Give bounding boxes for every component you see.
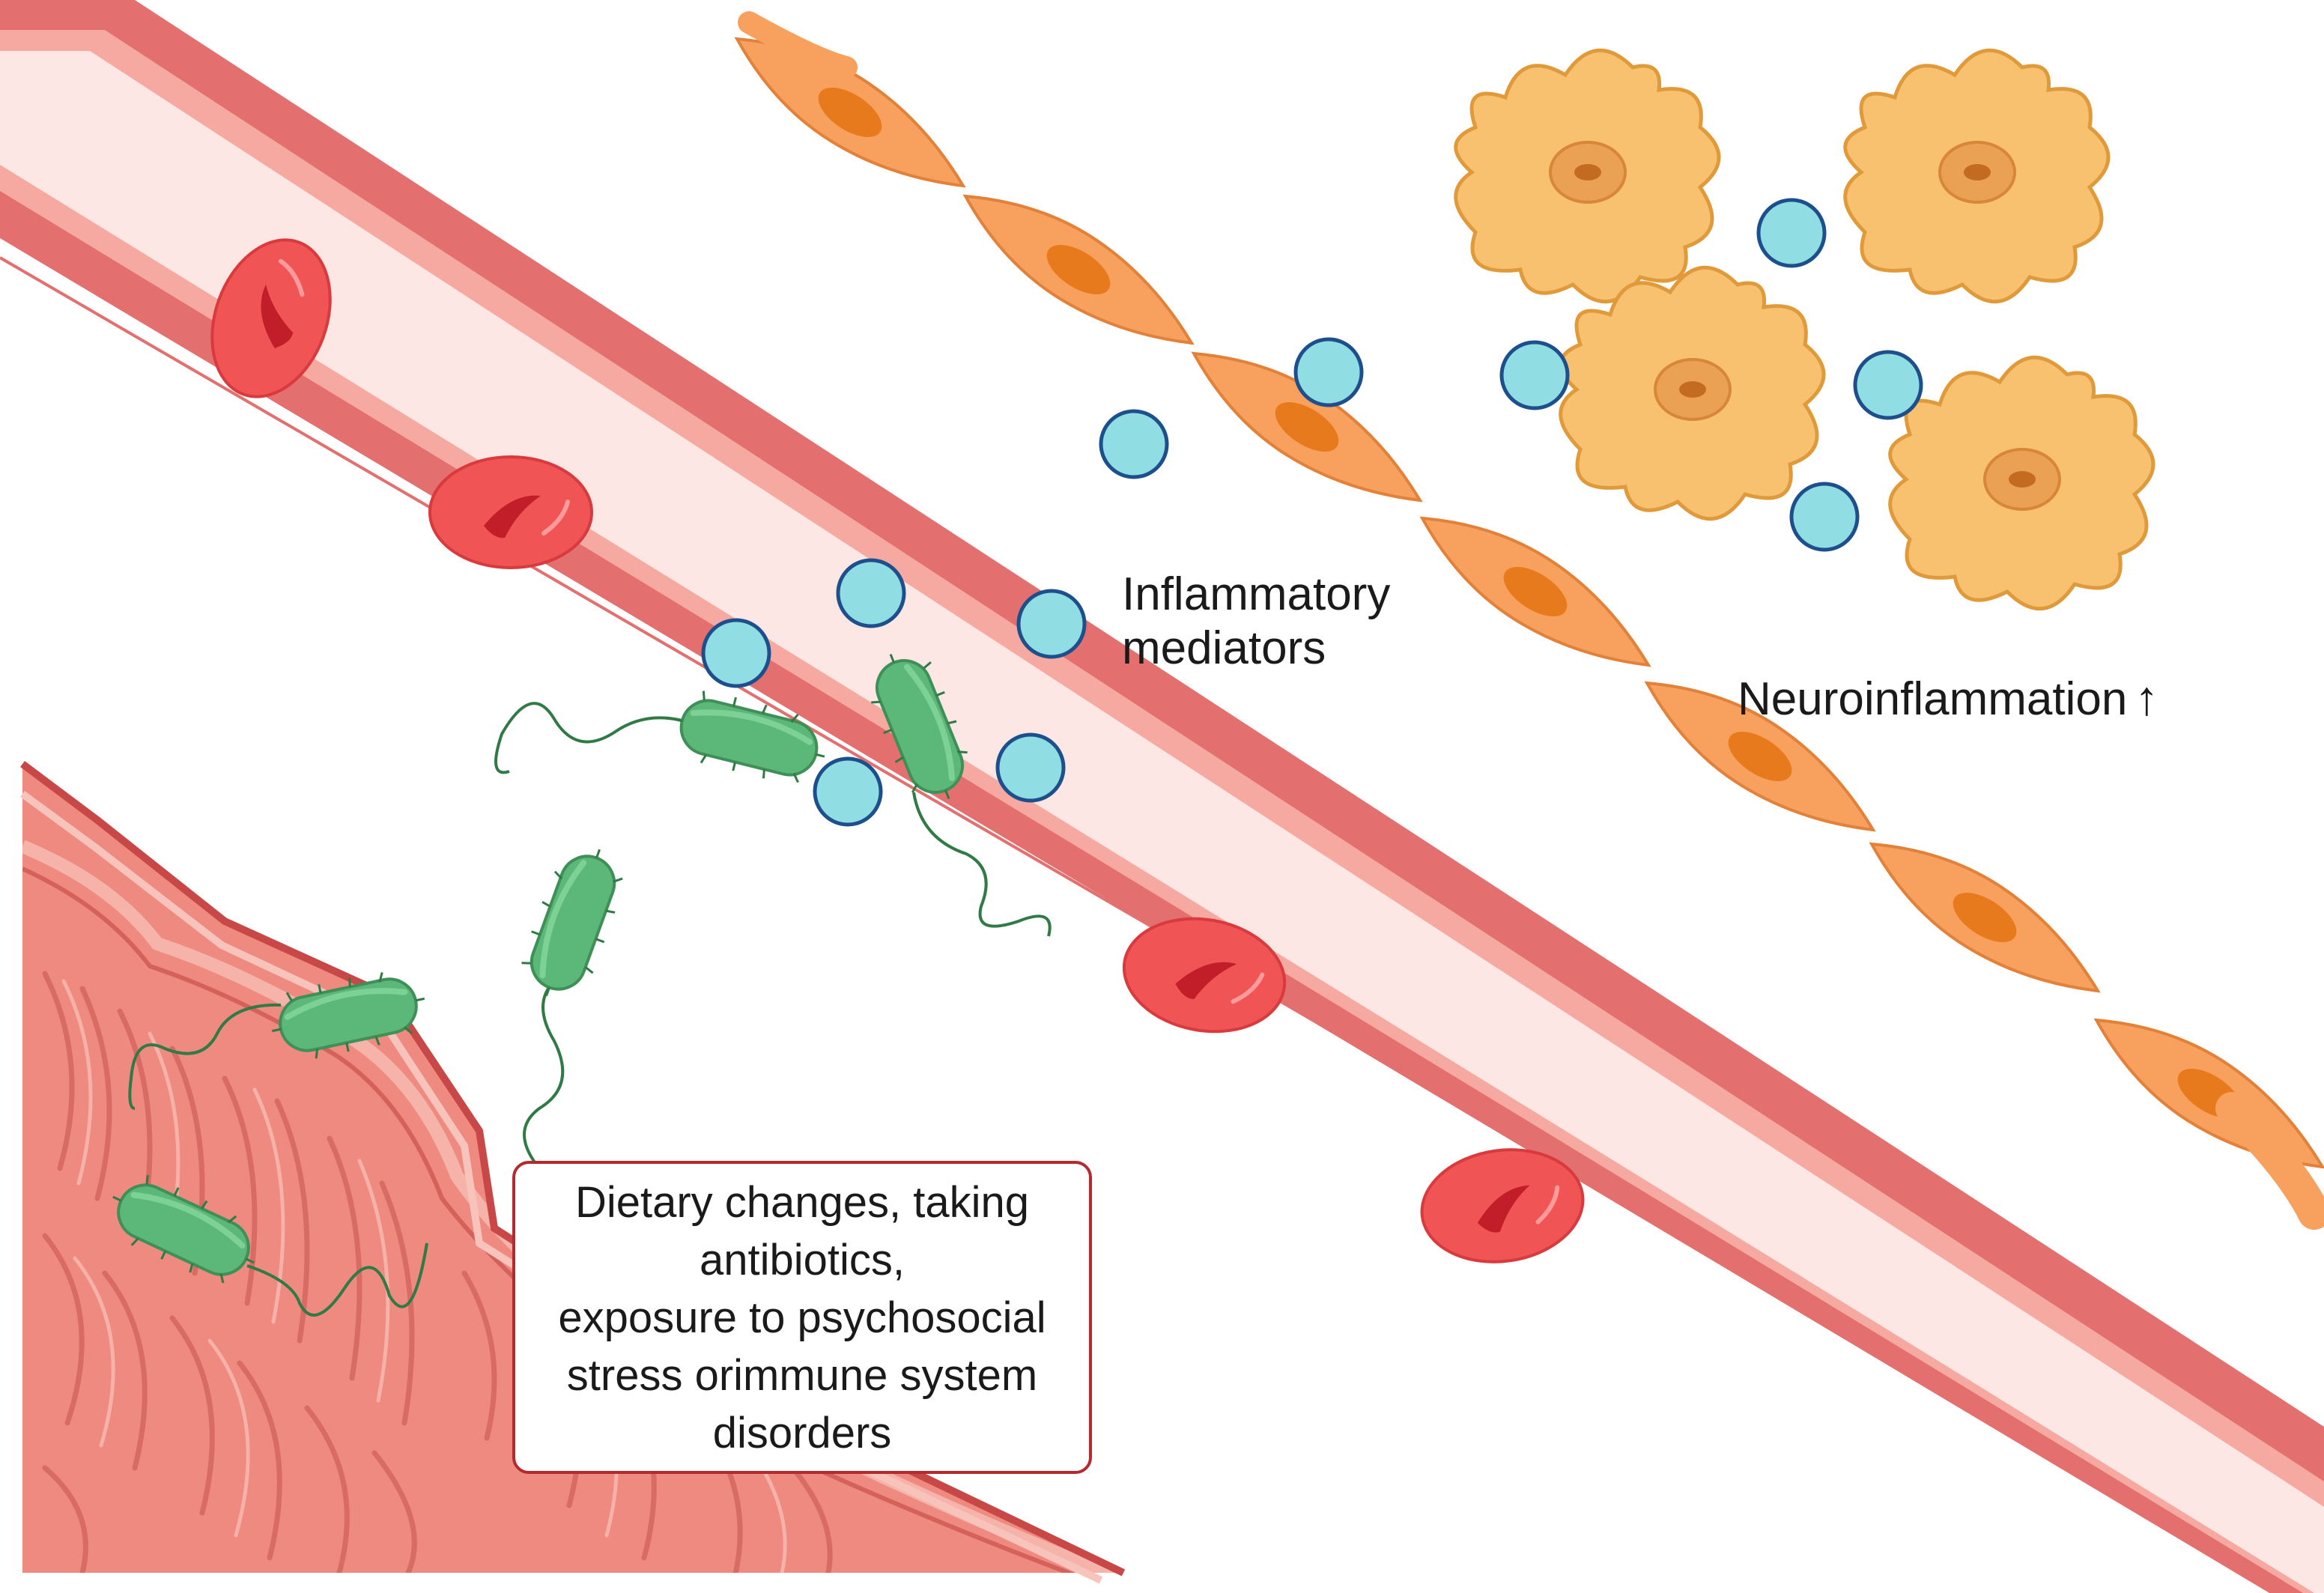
inflammatory-mediators-label: Inflammatory mediators — [1122, 568, 1390, 676]
mediators-line-2: mediators — [1122, 622, 1326, 674]
causes-callout-box: Dietary changes, taking antibiotics, exp… — [512, 1161, 1092, 1474]
cause-line-1: Dietary changes, taking — [574, 1177, 1030, 1227]
neuroinflammation-text: Neuroinflammation — [1738, 673, 2128, 725]
cause-line-3: exposure to psychosocial — [558, 1293, 1046, 1342]
mediators-line-1: Inflammatory — [1122, 568, 1391, 620]
cause-line-2: antibiotics, — [699, 1235, 905, 1284]
cause-line-5: disorders — [712, 1408, 892, 1457]
increase-arrow-icon: ↑ — [2135, 671, 2159, 725]
cause-line-4: stress orimmune system — [566, 1350, 1038, 1400]
neuroinflammation-label: Neuroinflammation↑ — [1738, 671, 2158, 726]
endothelial-barrier — [716, 8, 2324, 1230]
